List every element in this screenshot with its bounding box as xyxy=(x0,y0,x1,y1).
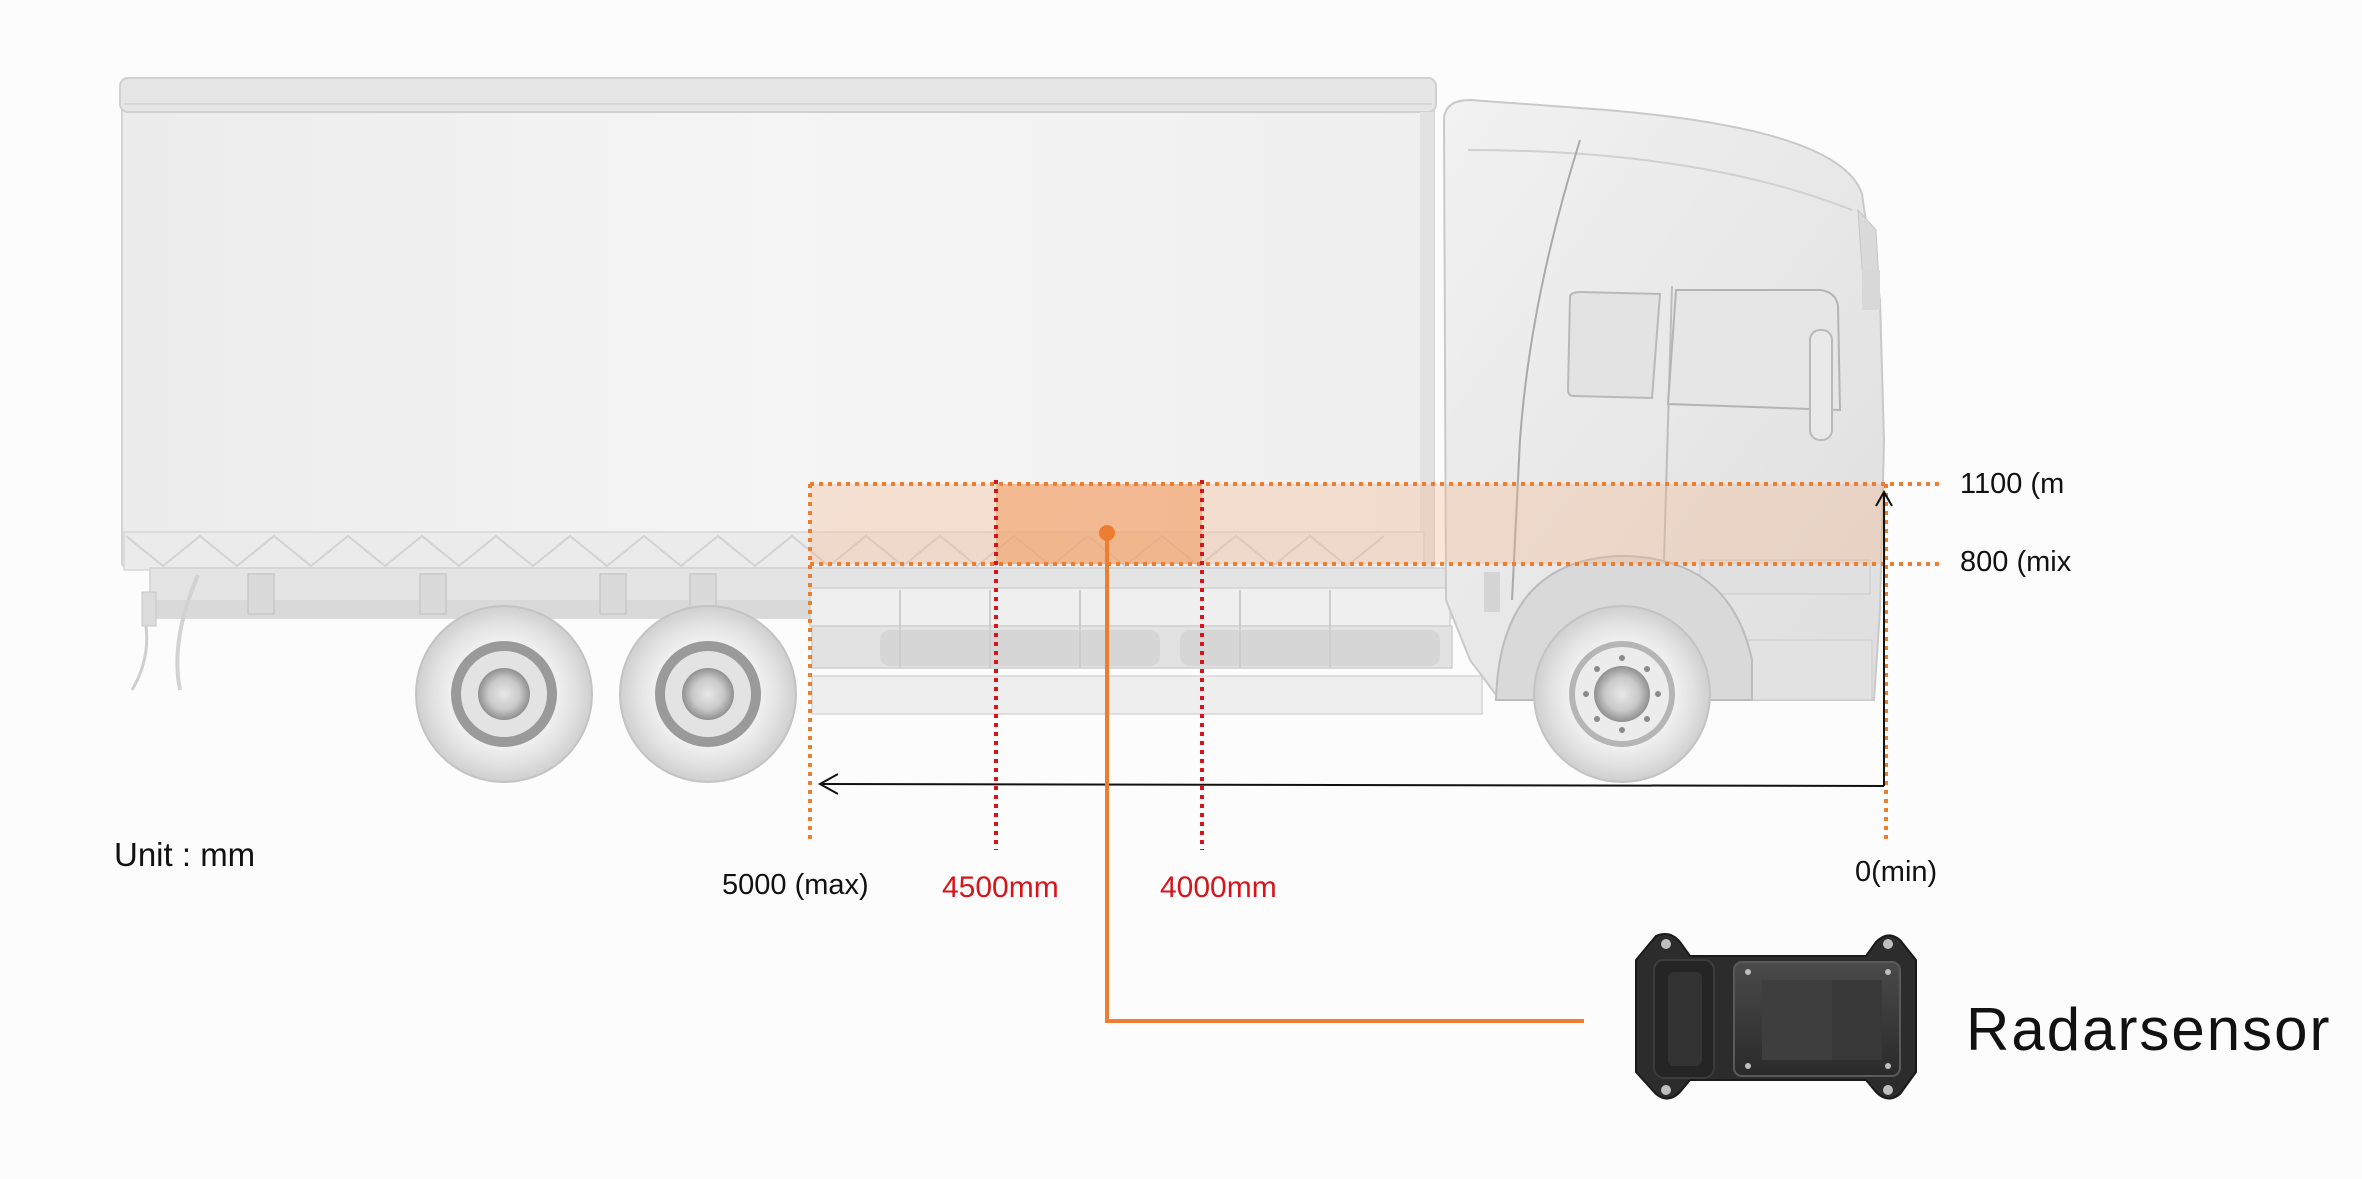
unit-label: Unit : mm xyxy=(114,836,256,873)
cargo-roof xyxy=(119,77,1437,113)
distance-4500-label: 4500mm xyxy=(942,871,1059,904)
distance-arrow xyxy=(817,773,1885,795)
min-distance-label: 0(min) xyxy=(1855,856,1938,888)
orange-guide-lines xyxy=(808,482,1940,842)
side-mirror xyxy=(1809,329,1833,441)
red-guide-lines xyxy=(994,480,1204,850)
detection-zone-focus xyxy=(996,484,1202,564)
distance-4000-label: 4000mm xyxy=(1160,871,1277,904)
cab xyxy=(1442,98,1886,701)
cargo-box-front-edge xyxy=(1420,112,1434,568)
detection-zone xyxy=(810,484,1886,564)
radar-sensor-label: Radarsensor xyxy=(1966,996,2332,1063)
wheel-rear-2 xyxy=(619,605,797,783)
max-distance-label: 5000 (max) xyxy=(722,869,869,901)
height-1100-label: 1100 (m xyxy=(1960,468,2065,500)
detection-zone-full xyxy=(810,484,1886,564)
truck xyxy=(119,77,1886,783)
height-800-label: 800 (mix xyxy=(1960,546,2072,578)
wheel-rear-1 xyxy=(415,605,593,783)
side-equipment xyxy=(809,587,1483,715)
rear-light xyxy=(141,591,157,627)
height-arrow xyxy=(1875,489,1893,786)
wheel-front xyxy=(1533,605,1711,783)
cab-front-window xyxy=(1666,289,1842,412)
cab-side-window xyxy=(1566,290,1662,400)
radar-sensor-device xyxy=(1635,933,1917,1100)
sensor-connector xyxy=(1099,525,1584,1023)
